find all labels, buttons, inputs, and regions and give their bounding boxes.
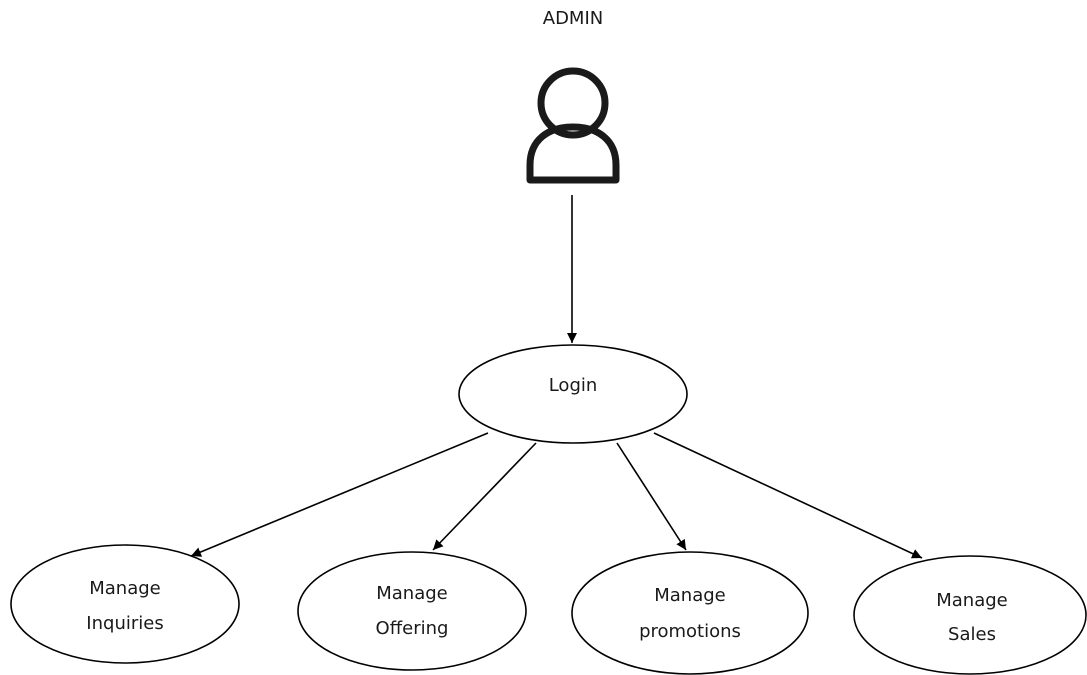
manage-offering-label-line2: Offering [376, 618, 449, 639]
manage-inquiries-label-line1: Manage [89, 578, 161, 599]
manage-offering-node: Manage Offering [297, 551, 527, 671]
edge-login-to-manage-inquiries [190, 432, 489, 557]
manage-promotions-label-line1: Manage [654, 585, 726, 606]
manage-promotions-node: Manage promotions [571, 551, 809, 675]
edge-login-to-manage-promotions [616, 442, 687, 551]
login-label: Login [549, 375, 598, 396]
manage-sales-label-line2: Sales [948, 624, 996, 645]
manage-promotions-label-line2: promotions [639, 621, 741, 642]
user-icon [526, 67, 620, 184]
manage-offering-label-line1: Manage [376, 583, 448, 604]
login-node: Login [458, 344, 688, 444]
manage-inquiries-label-line2: Inquiries [86, 613, 163, 634]
edge-login-to-manage-sales [653, 432, 923, 559]
manage-inquiries-node: Manage Inquiries [10, 544, 240, 664]
edge-login-to-manage-offering [432, 442, 537, 551]
actor-label: ADMIN [543, 8, 603, 29]
manage-sales-label-line1: Manage [936, 590, 1008, 611]
manage-sales-node: Manage Sales [853, 555, 1087, 675]
